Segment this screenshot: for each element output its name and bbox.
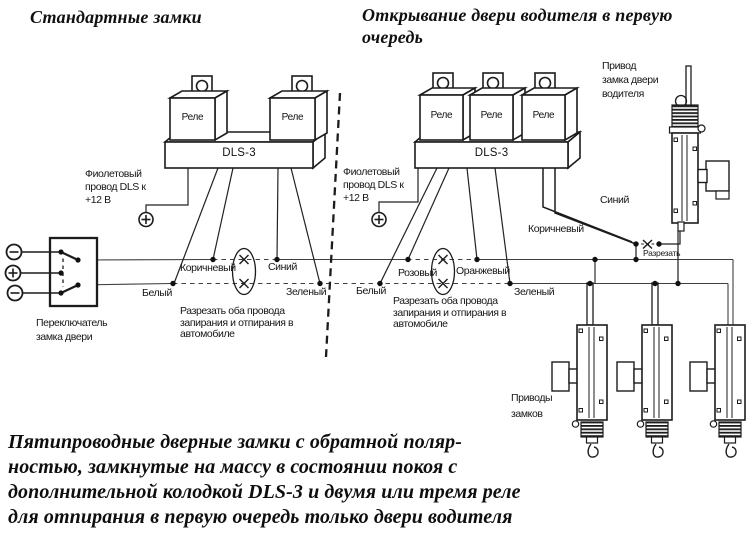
cut-here-label: Разрезать [643,248,681,258]
wire-label-blue: Синий [600,194,629,206]
wire-label-green: Зеленый [514,286,555,298]
violet-power-note: Фиолетовый провод DLS к +12 В [85,168,146,206]
cut-mark-icon [438,254,448,289]
relay-label: Реле [430,110,453,121]
wire-label-white: Белый [356,285,386,297]
right-diagram-title-line2: очередь [362,27,424,47]
power-plus-icon [138,211,154,228]
power-plus-icon [371,211,387,228]
actuators-label: Приводы замков [511,392,553,420]
divider-line [324,92,342,358]
lock-switch [4,236,99,308]
driver-actuator-label: Привод замка двери водителя [602,60,659,100]
wire-junction-dots [170,241,681,287]
wire-label-orange: Оранжевый [456,265,510,277]
cut-ellipse-left [231,247,257,296]
wire-label-pink: Розовый [398,267,437,279]
switch-label: Переключатель замка двери [36,317,108,343]
cut-mark-icon [239,254,249,289]
door-actuators [551,259,746,458]
lock-wire-line [77,258,734,325]
left-relay-block [162,75,330,170]
dls-module-label: DLS-3 [474,147,509,159]
relay-label: Реле [181,112,204,123]
right-dls-wires [378,167,511,284]
cut-both-wires-note: Разрезать оба провода запирания и отпира… [393,295,507,330]
cut-ellipse-right [430,247,456,296]
wire-label-brown: Коричневый [528,223,584,235]
cut-both-wires-note: Разрезать оба провода запирания и отпира… [180,305,294,340]
wire-label-green: Зеленый [286,286,327,298]
wire-label-blue: Синий [268,261,297,273]
relay-label: Реле [480,110,503,121]
violet-power-note: Фиолетовый провод DLS к +12 В [343,166,404,204]
left-diagram-title: Стандартные замки [30,7,202,27]
relay-label: Реле [532,110,555,121]
wire-label-brown: Коричневый [180,262,236,274]
driver-door-actuator [668,65,730,232]
cut-mark-icon [642,239,653,250]
driver-ribbon-wire [542,168,637,245]
caption: Пятипроводные дверные замки с обратной п… [8,431,521,528]
dls-module-label: DLS-3 [222,147,256,159]
relay-label: Реле [281,112,304,123]
right-relay-block [412,72,583,170]
right-diagram-title-line1: Открывание двери водителя в первую [362,5,673,25]
left-dls-wires [145,167,321,284]
wire-label-white: Белый [142,287,172,299]
